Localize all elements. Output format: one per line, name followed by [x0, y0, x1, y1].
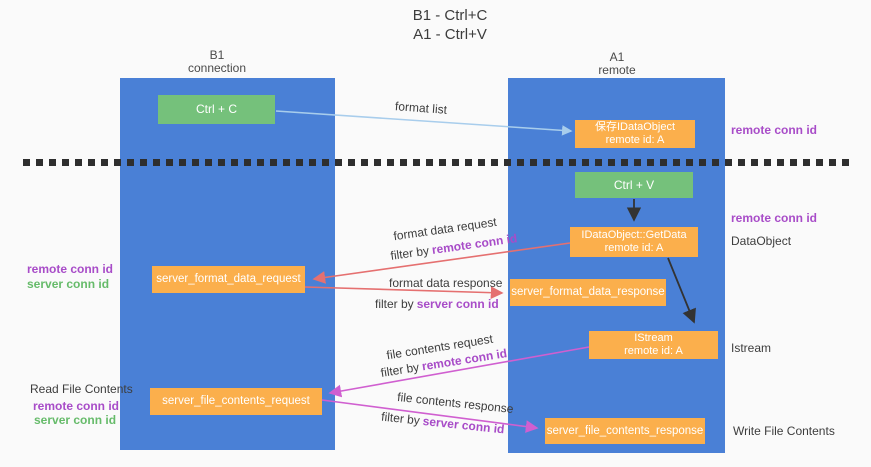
filter-server-conn-id-4: server conn id	[422, 413, 506, 437]
ctrl-c-box: Ctrl + C	[158, 95, 275, 124]
server-format-data-response-label: server_format_data_response	[511, 286, 665, 298]
filter-by-text-1: filter by	[389, 243, 430, 263]
idataobject-getdata-line2: remote id: A	[604, 242, 664, 254]
right-remote-conn-id-top-label: remote conn id	[731, 123, 818, 137]
filter-server-conn-id-2: server conn id	[416, 297, 499, 311]
istream-side-label: Istream	[731, 341, 772, 355]
left-remote-conn-id-label: remote conn id	[27, 262, 114, 276]
istream-box: IStream remote id: A	[589, 331, 718, 359]
read-file-contents-label: Read File Contents	[30, 382, 133, 396]
format-list-label: format list	[394, 99, 448, 117]
filter-by-text-2: filter by	[375, 297, 414, 311]
idataobject-getdata-box: IDataObject::GetData remote id: A	[570, 227, 698, 257]
save-idataobject-box: 保存IDataObject remote id: A	[575, 120, 695, 148]
istream-line1: IStream	[634, 332, 673, 344]
title-line-2: A1 - Ctrl+V	[413, 26, 487, 43]
ctrl-v-label: Ctrl + V	[613, 177, 655, 192]
lane-a1-subtitle: remote	[598, 63, 636, 77]
filter-by-text-4: filter by	[380, 409, 421, 428]
server-format-data-request-label: server_format_data_request	[156, 273, 301, 285]
right-remote-conn-id-mid-label: remote conn id	[731, 211, 818, 225]
idataobject-getdata-line1: IDataObject::GetData	[581, 229, 687, 241]
server-file-contents-request-box: server_file_contents_request	[150, 388, 322, 415]
dataobject-label: DataObject	[731, 234, 792, 248]
server-format-data-response-box: server_format_data_response	[510, 279, 666, 306]
lane-header-a1: A1 remote	[547, 51, 687, 77]
server-file-contents-response-box: server_file_contents_response	[545, 418, 705, 444]
read-server-conn-id-label: server conn id	[34, 413, 117, 427]
left-server-conn-id-label: server conn id	[27, 277, 110, 291]
session-separator-dashed-line	[23, 159, 855, 166]
title-line-1: B1 - Ctrl+C	[412, 7, 488, 24]
lane-header-b1: B1 connection	[147, 49, 287, 75]
istream-line2: remote id: A	[624, 345, 683, 357]
save-idataobject-line1: 保存IDataObject	[594, 121, 676, 133]
server-format-data-request-box: server_format_data_request	[152, 266, 305, 293]
ctrl-v-box: Ctrl + V	[575, 172, 693, 198]
ctrl-c-label: Ctrl + C	[195, 102, 237, 116]
lane-b1-subtitle: connection	[187, 61, 247, 75]
server-file-contents-request-label: server_file_contents_request	[162, 395, 310, 407]
read-remote-conn-id-label: remote conn id	[33, 399, 120, 413]
filter-by-text-3: filter by	[379, 360, 421, 380]
server-file-contents-response-label: server_file_contents_response	[546, 424, 704, 437]
format-data-response-label: format data response	[389, 276, 503, 290]
lane-a1-title: A1	[609, 50, 625, 64]
diagram-title: B1 - Ctrl+C A1 - Ctrl+V	[355, 6, 545, 44]
save-idataobject-line2: remote id: A	[605, 134, 665, 146]
lane-b1-title: B1	[209, 48, 225, 62]
write-file-contents-label: Write File Contents	[733, 424, 835, 438]
